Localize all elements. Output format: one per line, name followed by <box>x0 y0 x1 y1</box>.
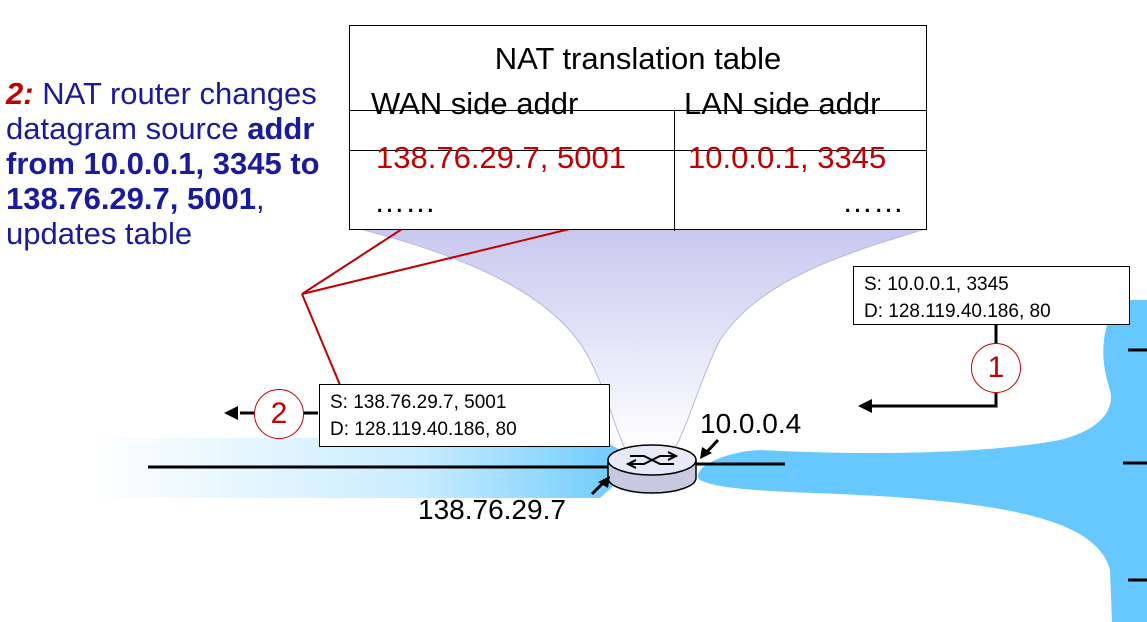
callout-bold: addr from 10.0.0.1, 3345 to 138.76.29.7,… <box>6 111 320 216</box>
packet-lan-dest: D: 128.119.40.186, 80 <box>864 301 1051 322</box>
step1-badge: 1 <box>971 343 1021 393</box>
table-divider-column <box>674 110 675 231</box>
step1-path <box>868 325 998 408</box>
ellipsis-wan: …… <box>374 184 436 219</box>
wan-ip-arrow <box>598 476 610 488</box>
step2-callout: 2: NAT router changes datagram source ad… <box>6 76 326 251</box>
lan-cloud <box>698 300 1147 622</box>
router-icon <box>607 444 697 494</box>
header-lan: LAN side addr <box>684 86 881 121</box>
lan-ip-arrow <box>700 447 712 459</box>
table-title: NAT translation table <box>494 41 782 76</box>
step1-arrow <box>858 399 872 413</box>
packet-wan-dest: D: 128.119.40.186, 80 <box>330 419 517 440</box>
packet-lan-side: S: 10.0.0.1, 3345 D: 128.119.40.186, 80 <box>853 266 1130 325</box>
packet-lan-source: S: 10.0.0.1, 3345 <box>864 274 1009 295</box>
table-divider-top <box>350 110 926 111</box>
step2-arrow <box>224 406 238 420</box>
wan-ip-label: 138.76.29.7 <box>418 494 566 525</box>
step2-badge: 2 <box>254 389 304 439</box>
table-divider-header <box>350 150 926 151</box>
packet-wan-source: S: 138.76.29.7, 5001 <box>330 392 507 413</box>
header-wan: WAN side addr <box>371 86 579 121</box>
callout-text-1: NAT router changes datagram source <box>6 76 317 146</box>
row-lan-addr: 10.0.0.1, 3345 <box>688 140 887 175</box>
callout-step: 2: <box>6 76 34 111</box>
ellipsis-lan: …… <box>842 184 904 219</box>
row-wan-addr: 138.76.29.7, 5001 <box>376 140 626 175</box>
lan-ip-label: 10.0.0.4 <box>700 408 802 439</box>
packet-wan-side: S: 138.76.29.7, 5001 D: 128.119.40.186, … <box>319 384 610 447</box>
callout-text-2: , updates table <box>6 181 265 251</box>
nat-translation-table: NAT translation table WAN side addr LAN … <box>349 25 927 231</box>
